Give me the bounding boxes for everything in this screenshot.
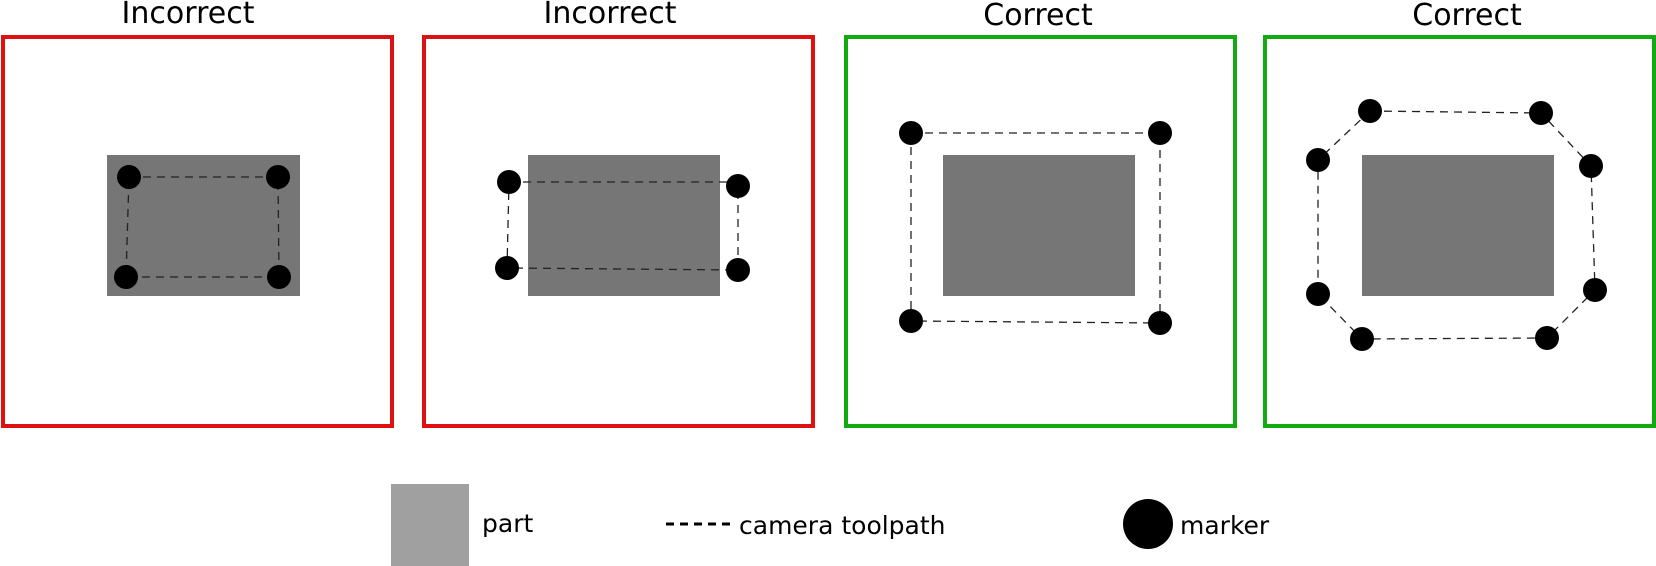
marker (114, 265, 138, 289)
marker (497, 170, 521, 194)
panel-title: Incorrect (544, 0, 677, 31)
panel-frame-correct (1263, 35, 1656, 428)
legend-marker-label: marker (1180, 511, 1270, 540)
legend-item-part: part (391, 484, 533, 566)
camera-toolpath (506, 181, 739, 271)
marker (1148, 121, 1172, 145)
panel-incorrect-1: Incorrect (1, 0, 394, 428)
legend: part camera toolpath marker (391, 484, 1270, 566)
marker (899, 121, 923, 145)
marker (1358, 99, 1382, 123)
panel-title: Correct (1412, 0, 1522, 33)
marker (1306, 148, 1330, 172)
marker (1535, 326, 1559, 350)
panel-incorrect-2: Incorrect (422, 0, 815, 428)
panel-correct-2: Correct (1263, 0, 1656, 428)
panel-title: Incorrect (122, 0, 255, 31)
panel-frame-incorrect (1, 35, 394, 428)
legend-toolpath-label: camera toolpath (739, 511, 946, 540)
marker (267, 265, 291, 289)
marker (1579, 154, 1603, 178)
legend-part-swatch (391, 484, 469, 566)
marker (266, 165, 290, 189)
part (1362, 155, 1554, 296)
camera-toolpath (125, 176, 280, 278)
part (528, 155, 720, 296)
legend-item-marker: marker (1123, 499, 1270, 549)
marker (726, 174, 750, 198)
marker (495, 256, 519, 280)
panel-correct-1: Correct (844, 0, 1237, 428)
marker (1529, 101, 1553, 125)
marker (899, 309, 923, 333)
marker (726, 258, 750, 282)
marker (1306, 282, 1330, 306)
legend-marker-swatch (1123, 499, 1173, 549)
panel-frame-correct (844, 35, 1237, 428)
marker (1583, 278, 1607, 302)
panel-frame-incorrect (422, 35, 815, 428)
marker (1148, 311, 1172, 335)
legend-item-toolpath: camera toolpath (666, 511, 946, 540)
marker (1350, 327, 1374, 351)
part (943, 155, 1135, 296)
legend-part-label: part (482, 509, 533, 538)
marker (117, 165, 141, 189)
panel-title: Correct (983, 0, 1093, 33)
